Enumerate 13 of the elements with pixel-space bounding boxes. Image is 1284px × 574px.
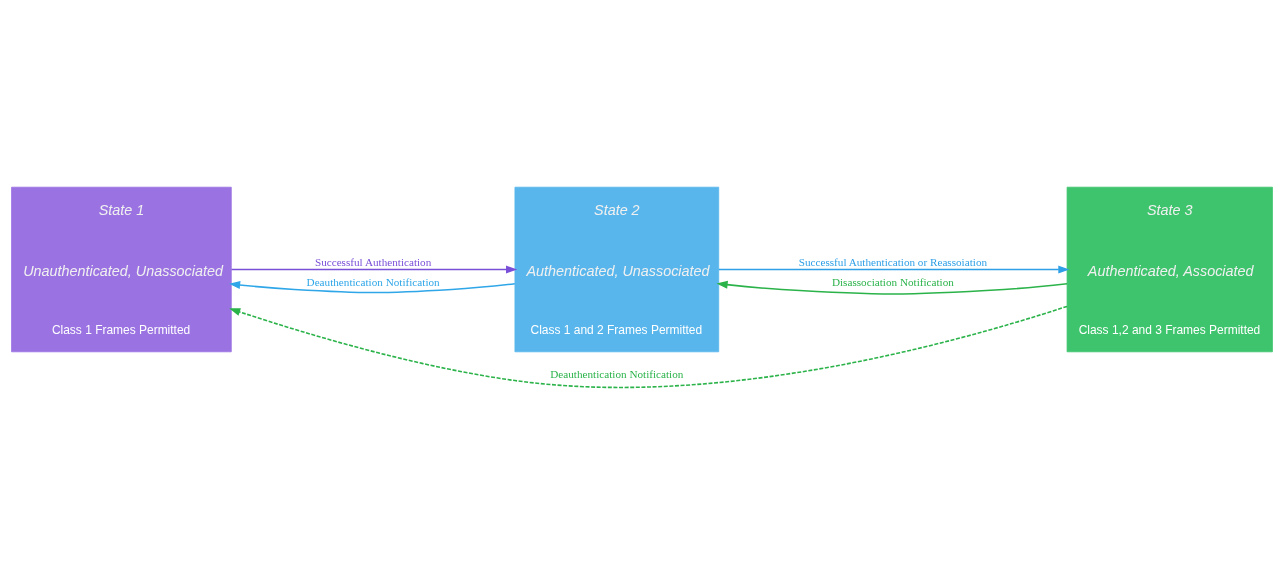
node-box: State 2 Authenticated, Unassociated Class 1 and 2 Frames Permitted — [514, 186, 720, 352]
arrow — [229, 305, 1068, 388]
arrow — [228, 280, 516, 293]
arrow — [230, 265, 518, 273]
edge-label: Deauthentication Notification — [550, 367, 684, 380]
arrow — [717, 265, 1070, 273]
edge-label: Deauthentication Notification — [306, 275, 440, 288]
node-box: State 3 Authenticated, Associated Class 1,2 and 3 Frames Permitted — [1066, 186, 1273, 352]
node-box: State 1 Unauthenticated, Unassociated Class 1 Frames Permitted — [11, 186, 232, 352]
edge-label: Disassociation Notification — [831, 275, 954, 288]
edge-label: Successful Authentication or Reassoiation — [798, 255, 988, 268]
arrow — [716, 280, 1068, 295]
edge-label: Successful Authentication — [314, 255, 432, 268]
